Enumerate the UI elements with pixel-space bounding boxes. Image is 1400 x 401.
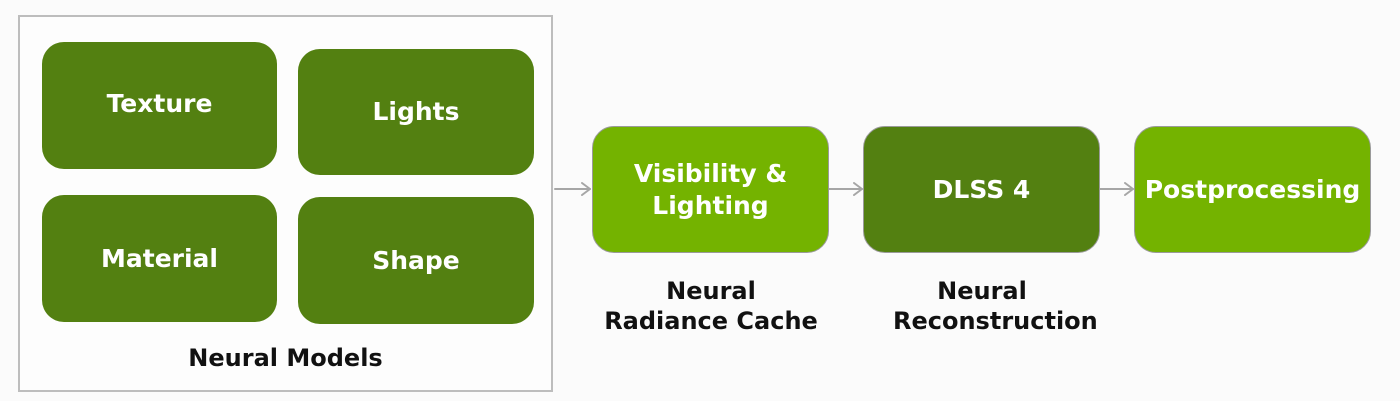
neural-models-title: Neural Models bbox=[188, 344, 383, 372]
material-box: Material bbox=[42, 195, 277, 322]
texture-label: Texture bbox=[106, 88, 213, 118]
lights-label: Lights bbox=[372, 97, 460, 126]
arrow-models-to-visibility bbox=[554, 182, 591, 196]
visibility-lighting-label: Visibility & Lighting bbox=[633, 158, 788, 220]
neural-radiance-cache-caption: Neural Radiance Cache bbox=[604, 277, 818, 335]
material-label: Material bbox=[101, 243, 218, 273]
visibility-lighting-box: Visibility & Lighting bbox=[592, 126, 829, 253]
postprocessing-box: Postprocessing bbox=[1134, 126, 1371, 253]
dlss-label: DLSS 4 bbox=[932, 174, 1031, 204]
neural-reconstruction-caption: Neural Reconstruction bbox=[893, 277, 1098, 335]
postprocessing-label: Postprocessing bbox=[1144, 174, 1361, 204]
shape-box: Shape bbox=[298, 197, 534, 324]
lights-box: Lights bbox=[298, 49, 534, 175]
arrow-dlss-to-postprocessing bbox=[1099, 182, 1134, 196]
shape-label: Shape bbox=[372, 245, 460, 275]
texture-box: Texture bbox=[42, 42, 277, 169]
arrow-visibility-to-dlss bbox=[828, 182, 863, 196]
dlss-box: DLSS 4 bbox=[863, 126, 1100, 253]
